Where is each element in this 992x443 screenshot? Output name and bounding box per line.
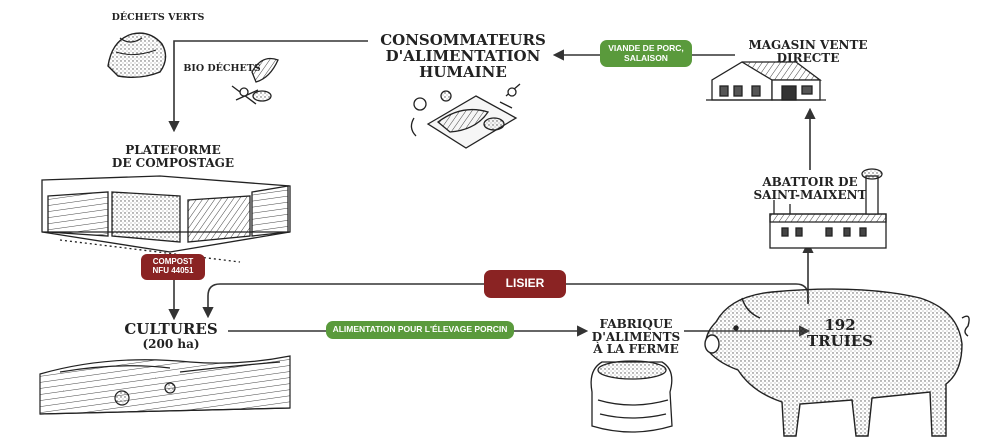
tag-alimentation: ALIMENTATION POUR L'ÉLEVAGE PORCIN [326,321,514,339]
label-cultures: CULTURES (200 ha) [124,320,218,351]
food-platter-icon [410,83,521,149]
pig-icon [704,288,970,437]
label-truies: 192 TRUIES [807,316,873,350]
label-dechets-verts: DÉCHETS VERTS [111,12,205,23]
farm-shop-icon [706,61,826,101]
field-landscape-icon [39,355,291,415]
label-fabrique: FABRIQUE D'ALIMENTS À LA FERME [591,317,681,357]
feed-sack-icon [590,360,673,433]
label-magasin: MAGASIN VENTE DIRECTE [748,38,868,65]
label-consommateurs: CONSOMMATEURS D'ALIMENTATION HUMAINE [380,31,546,81]
arrow-consommateurs-to-plateforme [168,40,368,133]
label-abattoir: ABATTOIR DE SAINT-MAIXENT [753,175,867,202]
label-plateforme: PLATEFORME DE COMPOSTAGE [111,143,235,170]
tag-compost: COMPOST NFU 44051 [141,254,205,280]
slaughterhouse-icon [769,168,887,249]
compost-bag-icon [107,32,167,79]
label-bio-dechets: BIO DÉCHETS [183,63,261,74]
tag-lisier: LISIER [484,270,566,298]
tag-viande: VIANDE DE PORC, SALAISON [600,40,692,67]
vegetable-scraps-icon [231,57,279,105]
compost-bins-icon [41,175,291,263]
